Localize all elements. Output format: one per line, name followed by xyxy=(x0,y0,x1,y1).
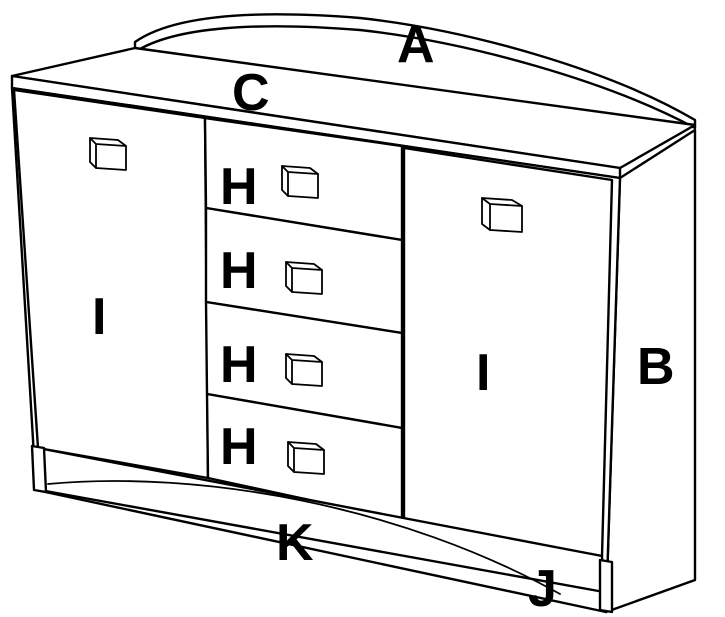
knob-drawer-4 xyxy=(287,441,325,475)
knob-left-door xyxy=(89,137,127,171)
label-top-front-edge: C xyxy=(232,64,270,122)
knob-right-door xyxy=(481,197,523,233)
left-foot xyxy=(30,444,48,494)
knob-drawer-1 xyxy=(281,165,319,199)
label-drawer-1: H xyxy=(220,158,258,216)
label-drawer-2: H xyxy=(220,242,258,300)
top-back-panel xyxy=(133,13,697,130)
label-left-door: I xyxy=(92,288,106,346)
plinth-arc xyxy=(47,480,561,595)
label-base-foot: J xyxy=(528,560,557,617)
label-plinth: K xyxy=(276,514,314,572)
label-side-panel: B xyxy=(637,338,675,396)
base-foot xyxy=(598,558,614,614)
label-top-back-panel: A xyxy=(397,16,435,74)
label-drawer-4: H xyxy=(220,418,258,476)
knob-drawer-2 xyxy=(285,261,323,295)
knob-drawer-3 xyxy=(285,353,323,387)
label-right-door: I xyxy=(476,344,490,402)
label-drawer-3: H xyxy=(220,336,258,394)
